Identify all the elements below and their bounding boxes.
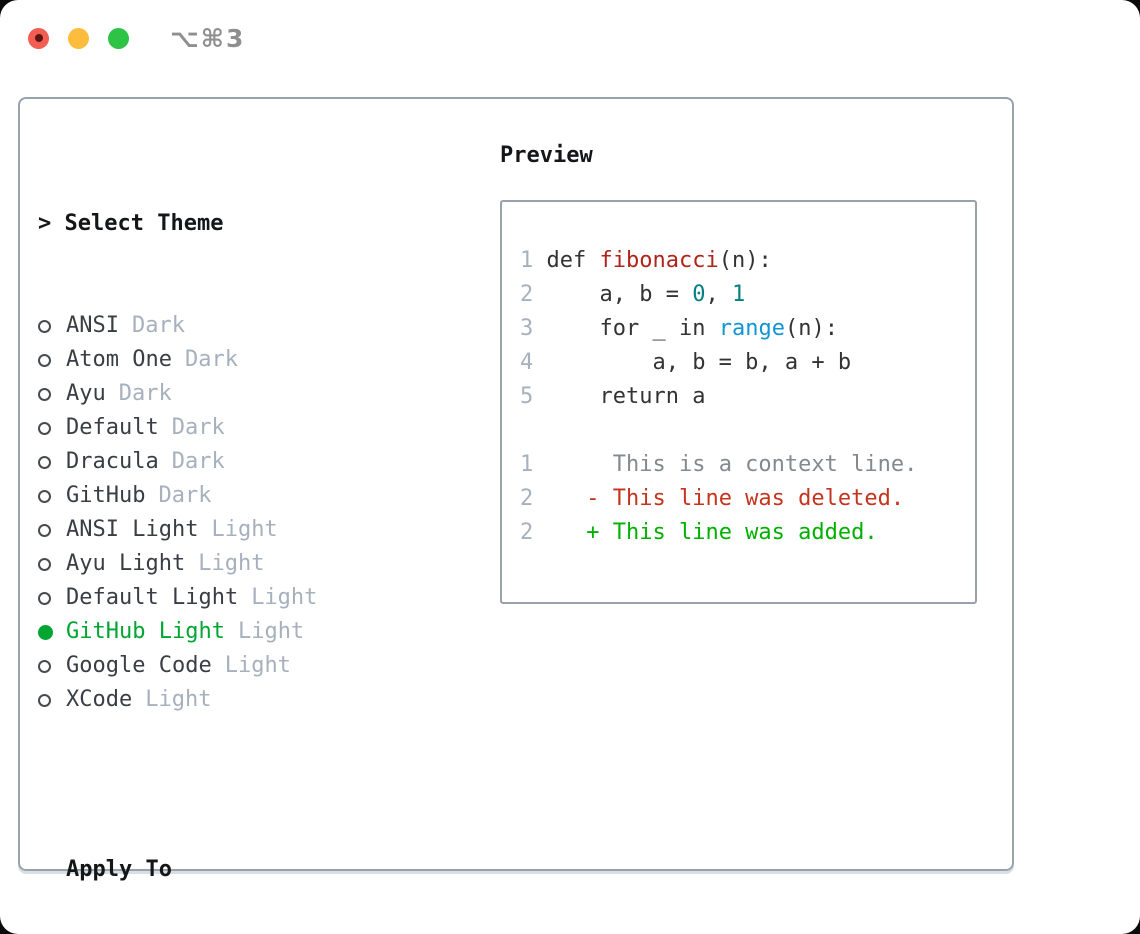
theme-variant-badge: Dark: [131, 313, 185, 338]
code-line: 4 a, b = b, a + b: [520, 350, 852, 375]
theme-option-ayu[interactable]: Ayu Dark: [38, 377, 500, 411]
diff-marker: -: [586, 486, 613, 511]
diff-marker: [586, 452, 613, 477]
diff-line-context: 1 This is a context line.: [520, 452, 918, 477]
line-number: 2: [520, 282, 534, 307]
theme-option-label: ANSI Light: [66, 517, 199, 542]
theme-option-label: XCode: [66, 687, 133, 712]
theme-option-label: Default Light: [66, 585, 239, 610]
diff-line-deletion: 2 - This line was deleted.: [520, 486, 905, 511]
theme-option-label: ANSI: [66, 313, 119, 338]
maximize-button[interactable]: [108, 27, 129, 49]
line-number: 1: [520, 248, 534, 273]
radio-icon: [38, 659, 66, 673]
theme-variant-badge: Dark: [184, 347, 238, 372]
theme-option-label: Default: [66, 415, 159, 440]
radio-selected-icon: [38, 624, 66, 640]
theme-option-atom-one[interactable]: Atom One Dark: [38, 343, 500, 377]
theme-picker-title: Select Theme: [64, 211, 224, 236]
code-line: 1 def fibonacci(n):: [520, 248, 772, 273]
radio-icon: [38, 319, 66, 333]
radio-icon: [38, 387, 66, 401]
radio-icon: [38, 489, 66, 503]
theme-option-github-light[interactable]: GitHub Light Light: [38, 615, 500, 649]
radio-icon: [38, 353, 66, 367]
code-line: 3 for _ in range(n):: [520, 316, 838, 341]
theme-variant-badge: Dark: [171, 415, 225, 440]
theme-variant-badge: Light: [145, 687, 212, 712]
minimize-button[interactable]: [68, 27, 89, 49]
code-line: 5 return a: [520, 384, 706, 409]
line-number: 5: [520, 384, 534, 409]
line-number: 3: [520, 316, 534, 341]
diff-marker: +: [586, 520, 613, 545]
theme-option-default[interactable]: Default Dark: [38, 411, 500, 445]
close-button[interactable]: [28, 27, 49, 49]
theme-option-google-code[interactable]: Google Code Light: [38, 649, 500, 683]
theme-variant-badge: Light: [237, 619, 305, 644]
radio-icon: [38, 523, 66, 537]
theme-option-label: GitHub: [66, 483, 146, 508]
theme-option-label: GitHub Light: [66, 619, 225, 644]
theme-variant-badge: Dark: [118, 381, 172, 406]
theme-option-label: Atom One: [66, 347, 172, 372]
theme-variant-badge: Dark: [171, 449, 225, 474]
theme-option-dracula[interactable]: Dracula Dark: [38, 445, 500, 479]
theme-option-ayu-light[interactable]: Ayu Light Light: [38, 547, 500, 581]
theme-option-label: Ayu Light: [66, 551, 186, 576]
theme-variant-badge: Light: [198, 551, 265, 576]
titlebar: ⌥⌘3: [28, 24, 245, 53]
radio-icon: [38, 557, 66, 571]
radio-icon: [38, 591, 66, 605]
theme-option-label: Dracula: [66, 449, 159, 474]
diff-line-addition: 2 + This line was added.: [520, 520, 878, 545]
radio-icon: [38, 455, 66, 469]
line-number: 1: [520, 452, 534, 477]
theme-variant-badge: Light: [251, 585, 318, 610]
diff-preview: 1 This is a context line. 2 - This line w…: [520, 448, 963, 550]
code-preview: 1 def fibonacci(n): 2 a, b = 0, 1 3 for _ …: [520, 244, 963, 414]
theme-option-ansi[interactable]: ANSI Dark: [38, 309, 500, 343]
line-number: 2: [520, 520, 534, 545]
line-number: 4: [520, 350, 534, 375]
close-dot-icon: [34, 34, 43, 42]
theme-option-xcode[interactable]: XCode Light: [38, 683, 500, 717]
theme-option-default-light[interactable]: Default Light Light: [38, 581, 500, 615]
theme-option-github[interactable]: GitHub Dark: [38, 479, 500, 513]
preview-title: Preview: [500, 143, 593, 168]
code-line: 2 a, b = 0, 1: [520, 282, 746, 307]
preview-box: 1 def fibonacci(n): 2 a, b = 0, 1 3 for _ …: [500, 200, 977, 604]
window-shortcut-label: ⌥⌘3: [170, 23, 246, 53]
theme-variant-badge: Light: [211, 517, 278, 542]
theme-option-label: Ayu: [66, 381, 106, 406]
apply-to-title: Apply To: [66, 857, 172, 882]
theme-option-label: Google Code: [66, 653, 212, 678]
radio-icon: [38, 693, 66, 707]
radio-icon: [38, 421, 66, 435]
line-number: 2: [520, 486, 534, 511]
theme-option-ansi-light[interactable]: ANSI Light Light: [38, 513, 500, 547]
prompt-icon: >: [38, 211, 52, 236]
theme-variant-badge: Light: [224, 653, 291, 678]
select-theme-header: > Select Theme: [38, 207, 500, 241]
theme-variant-badge: Dark: [158, 483, 212, 508]
preview-pane: Preview 1 def fibonacci(n): 2 a, b = 0, 1…: [500, 139, 1012, 604]
